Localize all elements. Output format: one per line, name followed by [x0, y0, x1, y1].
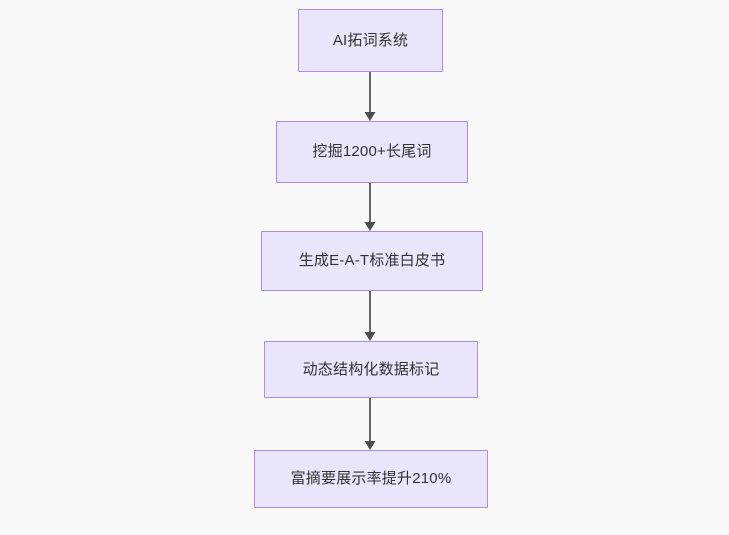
flow-node-label: 挖掘1200+长尾词 — [312, 143, 432, 160]
flow-node-mine-longtail-keywords[interactable]: 挖掘1200+长尾词 — [276, 121, 468, 183]
edge-n2-n3 — [360, 183, 380, 231]
edge-n4-n5 — [360, 398, 380, 450]
flow-node-ai-keyword-system[interactable]: AI拓词系统 — [298, 9, 443, 72]
flow-node-label: AI拓词系统 — [332, 31, 409, 49]
flow-node-dynamic-structured-data-markup[interactable]: 动态结构化数据标记 — [264, 341, 478, 398]
edge-n1-n2 — [360, 72, 380, 121]
flow-node-rich-snippet-impression-uplift[interactable]: 富摘要展示率提升210% — [254, 450, 488, 508]
flow-node-label: 富摘要展示率提升210% — [290, 470, 452, 487]
flow-node-label: 动态结构化数据标记 — [302, 360, 440, 378]
flow-node-label: 生成E-A-T标准白皮书 — [298, 252, 446, 269]
flow-node-generate-eat-whitepaper[interactable]: 生成E-A-T标准白皮书 — [261, 231, 483, 291]
edge-n3-n4 — [360, 291, 380, 341]
